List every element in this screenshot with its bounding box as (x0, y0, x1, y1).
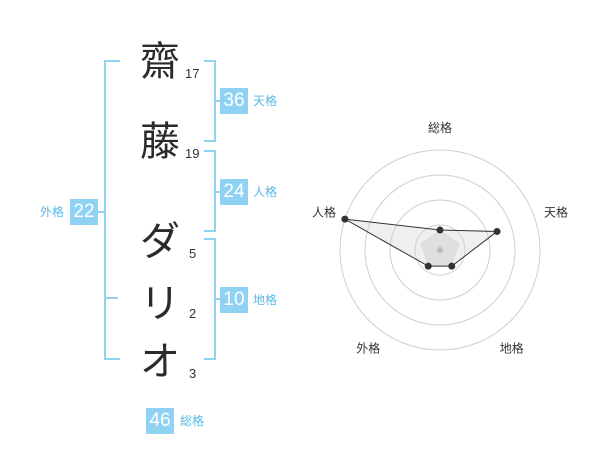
radar-point-3 (424, 262, 432, 270)
stroke-count-3: 5 (189, 246, 197, 261)
radar-point-4 (341, 215, 349, 223)
gaikaku-label: 外格 (40, 205, 65, 219)
soukaku-score: 46 (146, 408, 174, 434)
name-char-5: オ (140, 339, 180, 385)
radar-rings (339, 149, 541, 351)
tenkaku-label: 天格 (253, 94, 278, 108)
radar-ring-2 (389, 199, 491, 301)
radar-ring-3 (364, 174, 516, 326)
gaikaku-bracket (104, 60, 120, 360)
name-char-2: 藤 (140, 119, 180, 165)
name-char-4: リ (140, 281, 180, 327)
radar-axis-label-2: 地格 (500, 341, 524, 356)
radar-data-polygon (344, 218, 499, 267)
stroke-count-2: 19 (185, 146, 200, 161)
radar-axis-label-0: 総格 (428, 120, 452, 135)
radar-point-1 (493, 227, 501, 235)
radar-point-2 (448, 262, 456, 270)
name-char-3: ダ (140, 219, 180, 265)
gaikaku-connector (98, 211, 104, 213)
stroke-count-1: 17 (185, 66, 200, 81)
chikaku-connector (214, 298, 220, 300)
gaikaku-bracket-mid-tick (104, 297, 118, 299)
radar-points (341, 215, 501, 270)
soukaku-label: 総格 (180, 414, 205, 428)
gaikaku-score: 22 (70, 199, 98, 225)
tenkaku-connector (214, 100, 220, 102)
tenkaku-score: 36 (220, 88, 248, 114)
jinkaku-score: 24 (220, 179, 248, 205)
chikaku-label: 地格 (253, 293, 278, 307)
radar-ring-1 (414, 224, 466, 276)
stroke-count-4: 2 (189, 306, 197, 321)
radar-axis-label-1: 天格 (544, 204, 568, 219)
jinkaku-connector (214, 191, 220, 193)
radar-axis-label-3: 外格 (356, 341, 380, 356)
radar-center-dot (437, 247, 443, 253)
stroke-count-5: 3 (189, 366, 197, 381)
name-char-1: 齋 (140, 39, 180, 85)
jinkaku-label: 人格 (253, 185, 278, 199)
radar-ring-4 (339, 149, 541, 351)
chikaku-score: 10 (220, 287, 248, 313)
radar-point-0 (436, 226, 444, 234)
radar-axis-label-4: 人格 (312, 204, 336, 219)
